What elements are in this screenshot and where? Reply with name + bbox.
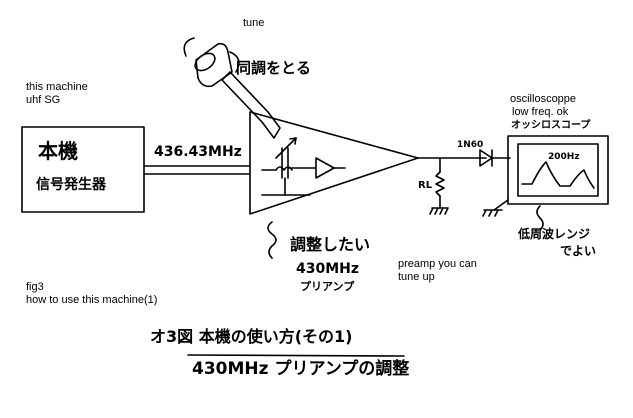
adjust-squiggle — [267, 221, 277, 259]
preamp-tune-line2: tune up — [398, 271, 435, 283]
range-squiggle — [536, 205, 544, 231]
hz-label: 200Hz — [548, 152, 580, 162]
rl-label: RL — [418, 180, 433, 191]
variable-cap-arrow — [275, 137, 297, 159]
fig-label: fig3 — [26, 281, 44, 293]
deyoi-label: でよい — [560, 244, 597, 258]
screwdriver-handle — [195, 42, 233, 88]
scope-ground-wire — [493, 199, 509, 211]
caption-line-1: オ3図 本機の使い方(その1) — [150, 327, 353, 346]
oscilloscope-label: oscilloscoppe — [510, 93, 577, 105]
preamp-triangle — [249, 111, 419, 215]
signal-generator-box — [21, 126, 145, 213]
adjust-label: 調整したい — [290, 235, 371, 254]
main-unit-label: 本機 — [38, 139, 78, 163]
preamp-freq-label: 430MHz — [296, 261, 360, 277]
caption-line-2: 430MHz プリアンプの調整 — [192, 359, 410, 379]
tuning-label: 同調をとる — [236, 59, 312, 77]
waveform — [521, 161, 595, 189]
signal-generator-label: 信号発生器 — [36, 177, 106, 193]
preamp-jp-label: プリアンプ — [300, 280, 355, 293]
screwdriver-shaft — [221, 71, 281, 139]
frequency-label: 436.43MHz — [154, 144, 242, 160]
rl-resistor — [435, 171, 445, 197]
low-freq-ok-label: low freq. ok — [512, 106, 569, 118]
fig-desc-label: how to use this machine(1) — [26, 294, 158, 306]
oscilloscope-body — [507, 135, 609, 205]
screwdriver-end — [194, 52, 216, 72]
uhf-sg-label: uhf SG — [26, 94, 61, 106]
diode-symbol — [479, 149, 493, 167]
diode-label: 1N60 — [457, 140, 484, 150]
scope-ground-icon — [482, 209, 503, 217]
low-freq-range-label: 低周波レンジ — [518, 227, 591, 241]
oscilloscope-jp-label: オッシロスコープ — [511, 120, 591, 131]
oscilloscope-screen — [517, 143, 599, 197]
preamp-tune-line1: preamp you can — [398, 258, 477, 270]
inner-amp-symbol — [315, 157, 335, 179]
this-machine-label: this machine — [26, 81, 88, 93]
rl-ground-icon — [429, 207, 449, 215]
variable-cap-arrowhead — [289, 137, 297, 145]
tune-label: tune — [243, 17, 265, 29]
rotate-arrow-icon — [183, 37, 240, 73]
caption-underline — [187, 354, 405, 357]
